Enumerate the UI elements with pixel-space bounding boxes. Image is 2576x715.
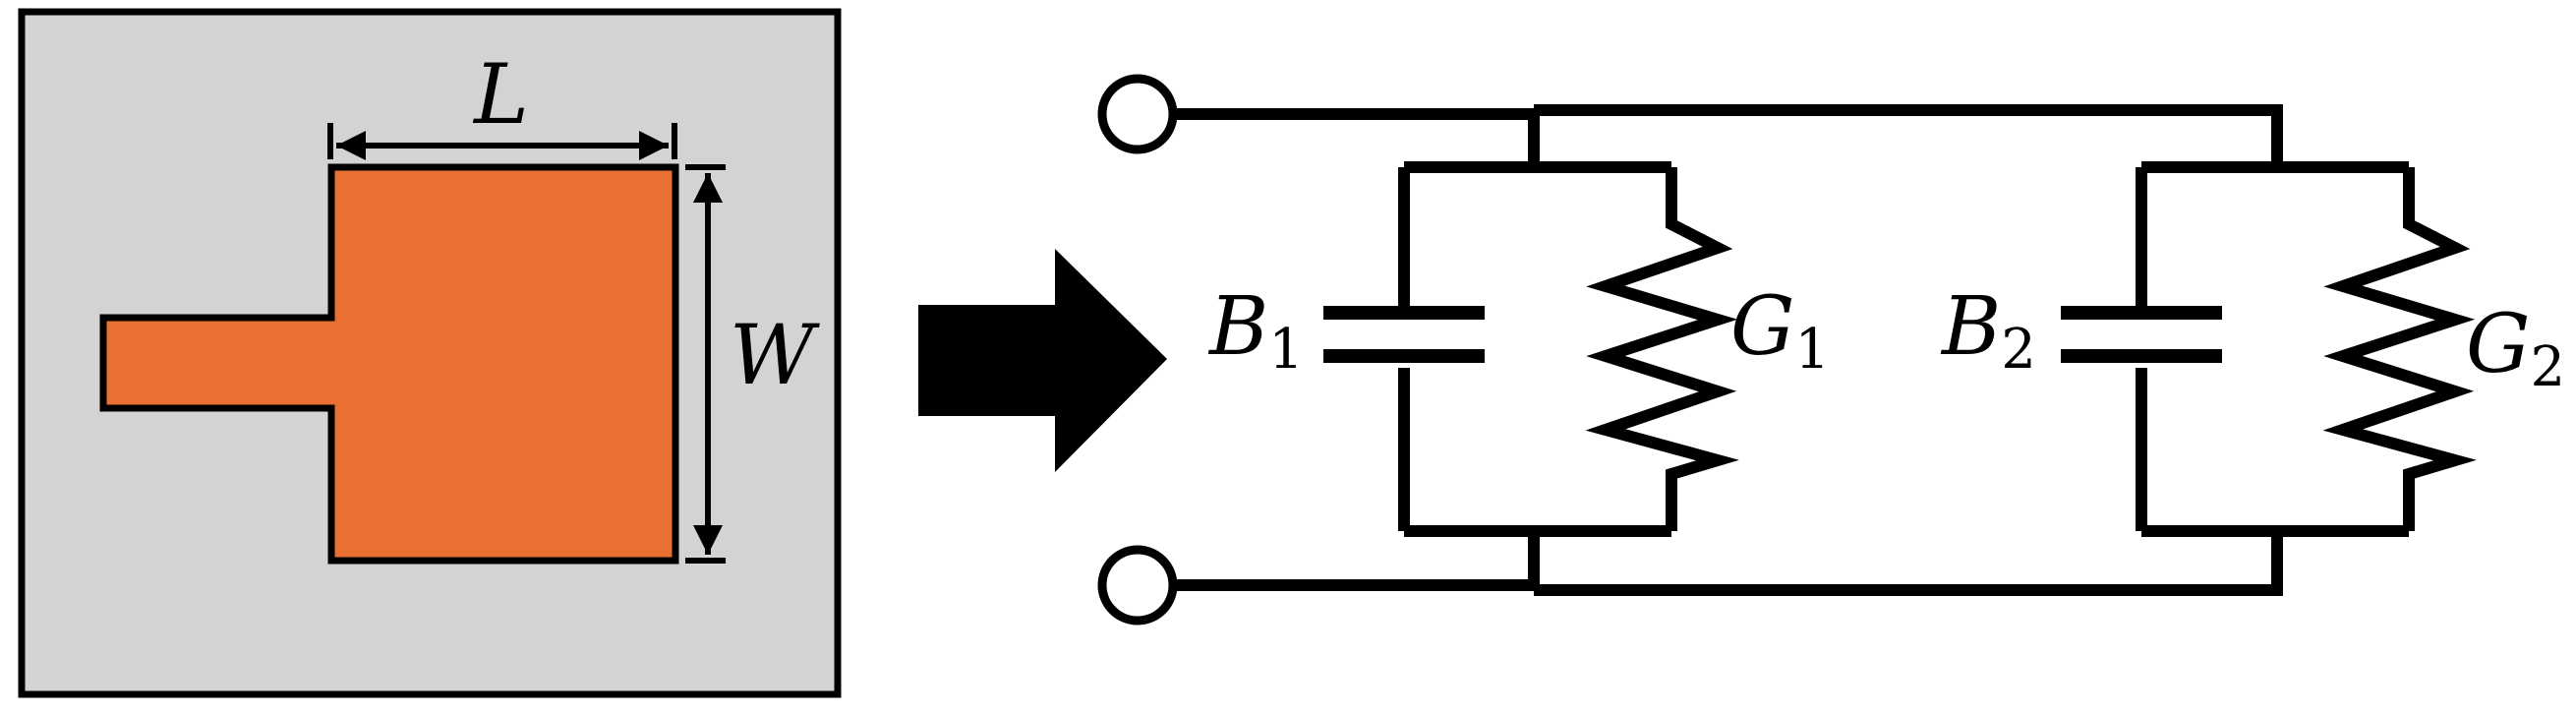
susceptance-label-b2: B2 <box>1940 280 2036 382</box>
length-dimension: L <box>327 46 677 160</box>
patch-antenna-panel: L W <box>18 8 842 698</box>
branch-2: B2 G2 <box>1940 161 2565 537</box>
terminal-top <box>1097 74 1178 154</box>
length-label: L <box>472 46 529 143</box>
conductance-label-g2: G2 <box>2466 298 2565 399</box>
width-label: W <box>730 307 821 403</box>
bottom-bus-wire <box>1173 531 2283 596</box>
conductance-label-g1: G1 <box>1730 280 1830 382</box>
susceptance-label-b1: B1 <box>1207 280 1304 382</box>
right-arrow-icon <box>918 249 1167 472</box>
resistor-zigzag <box>2322 167 2477 531</box>
terminal-bottom <box>1097 545 1178 626</box>
patch-with-feedline <box>99 163 679 565</box>
resistor-zigzag <box>1585 167 1739 531</box>
top-bus-wire <box>1173 104 2283 167</box>
branch-1: B1 G1 <box>1207 110 1830 590</box>
width-dimension: W <box>685 164 821 564</box>
equivalent-circuit: B1 G1 B2 G2 <box>1097 74 2565 626</box>
